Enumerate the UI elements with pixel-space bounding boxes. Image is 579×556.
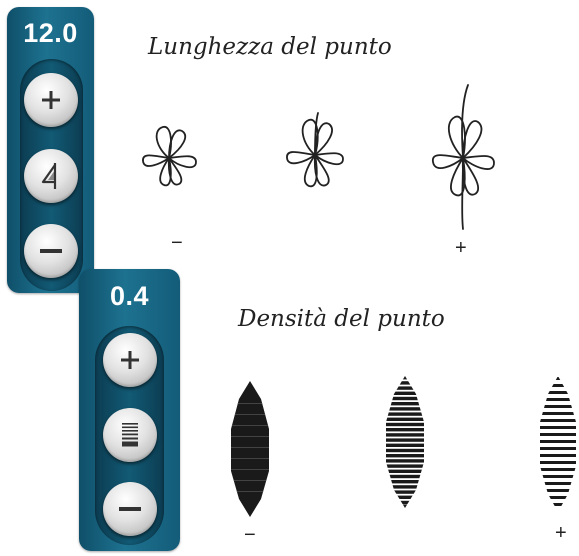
stitch-length-value: 12.0: [23, 18, 78, 48]
stitch-density-plus-marker: +: [555, 522, 567, 544]
stitch-length-mirror-button[interactable]: [24, 149, 78, 203]
stitch-length-increase-button[interactable]: [24, 73, 78, 127]
stitch-density-sparse-illustration: [540, 377, 576, 506]
stitch-length-medium-illustration: [286, 112, 344, 188]
stitch-length-decrease-button[interactable]: [24, 224, 78, 278]
stitch-length-minus-marker: −: [171, 232, 183, 254]
minus-icon: [119, 507, 141, 511]
minus-icon: [40, 249, 62, 253]
mirror-triangle-icon: [41, 163, 57, 189]
stitch-density-heading: Densità del punto: [238, 306, 445, 332]
stitch-density-value: 0.4: [109, 281, 150, 311]
stitch-length-long-illustration: [432, 84, 495, 230]
stitch-length-heading: Lunghezza del punto: [148, 34, 392, 60]
stitch-density-dense-illustration: [231, 381, 269, 517]
stitch-density-panel: 0.4: [79, 269, 180, 551]
plus-icon: [42, 91, 60, 109]
stitch-density-increase-button[interactable]: [103, 333, 157, 387]
stitch-length-panel: 12.0: [7, 7, 94, 293]
stitch-density-lines-button[interactable]: [103, 408, 157, 462]
stitch-density-medium-illustration: [386, 376, 424, 508]
stitch-density-decrease-button[interactable]: [103, 482, 157, 536]
stitch-density-minus-marker: −: [244, 524, 256, 546]
plus-icon: [121, 351, 139, 369]
stitch-length-plus-marker: +: [455, 237, 467, 259]
density-lines-icon: [122, 423, 138, 447]
stitch-length-short-illustration: [142, 126, 197, 187]
